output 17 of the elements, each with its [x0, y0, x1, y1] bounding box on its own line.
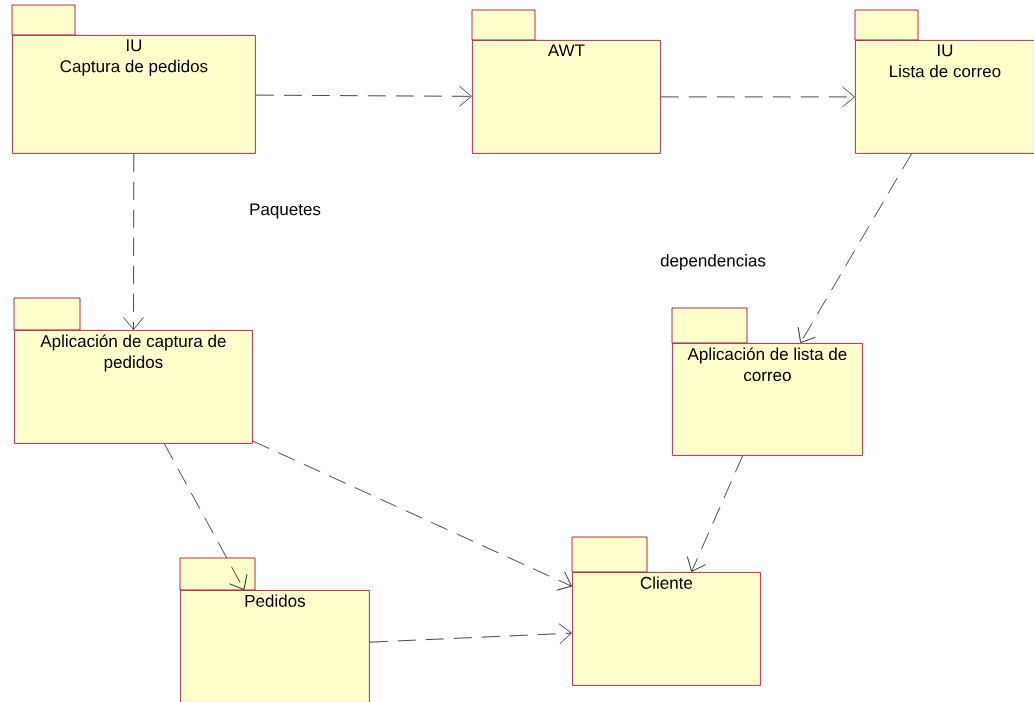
dependency-arrow [369, 623, 572, 644]
package-box: Cliente [571, 536, 761, 686]
diagram-label: dependencias [660, 254, 766, 270]
dependency-arrow [164, 443, 248, 590]
dependency-arrow [686, 455, 743, 572]
dependency-arrow [797, 153, 912, 343]
dependency-arrow [123, 153, 144, 330]
package-box: Aplicación de lista de correo [671, 307, 863, 456]
package-box: IU Captura de pedidos [11, 4, 256, 154]
package-box: AWT [471, 9, 661, 154]
diagram-label: Paquetes [250, 203, 321, 219]
package-box: Pedidos [179, 557, 370, 702]
dependency-arrow [252, 440, 572, 591]
package-box: IU Lista de correo [854, 9, 1034, 154]
package-box: Aplicación de captura de pedidos [13, 297, 253, 444]
dependency-arrow [255, 85, 472, 107]
dependency-arrow [660, 86, 855, 108]
